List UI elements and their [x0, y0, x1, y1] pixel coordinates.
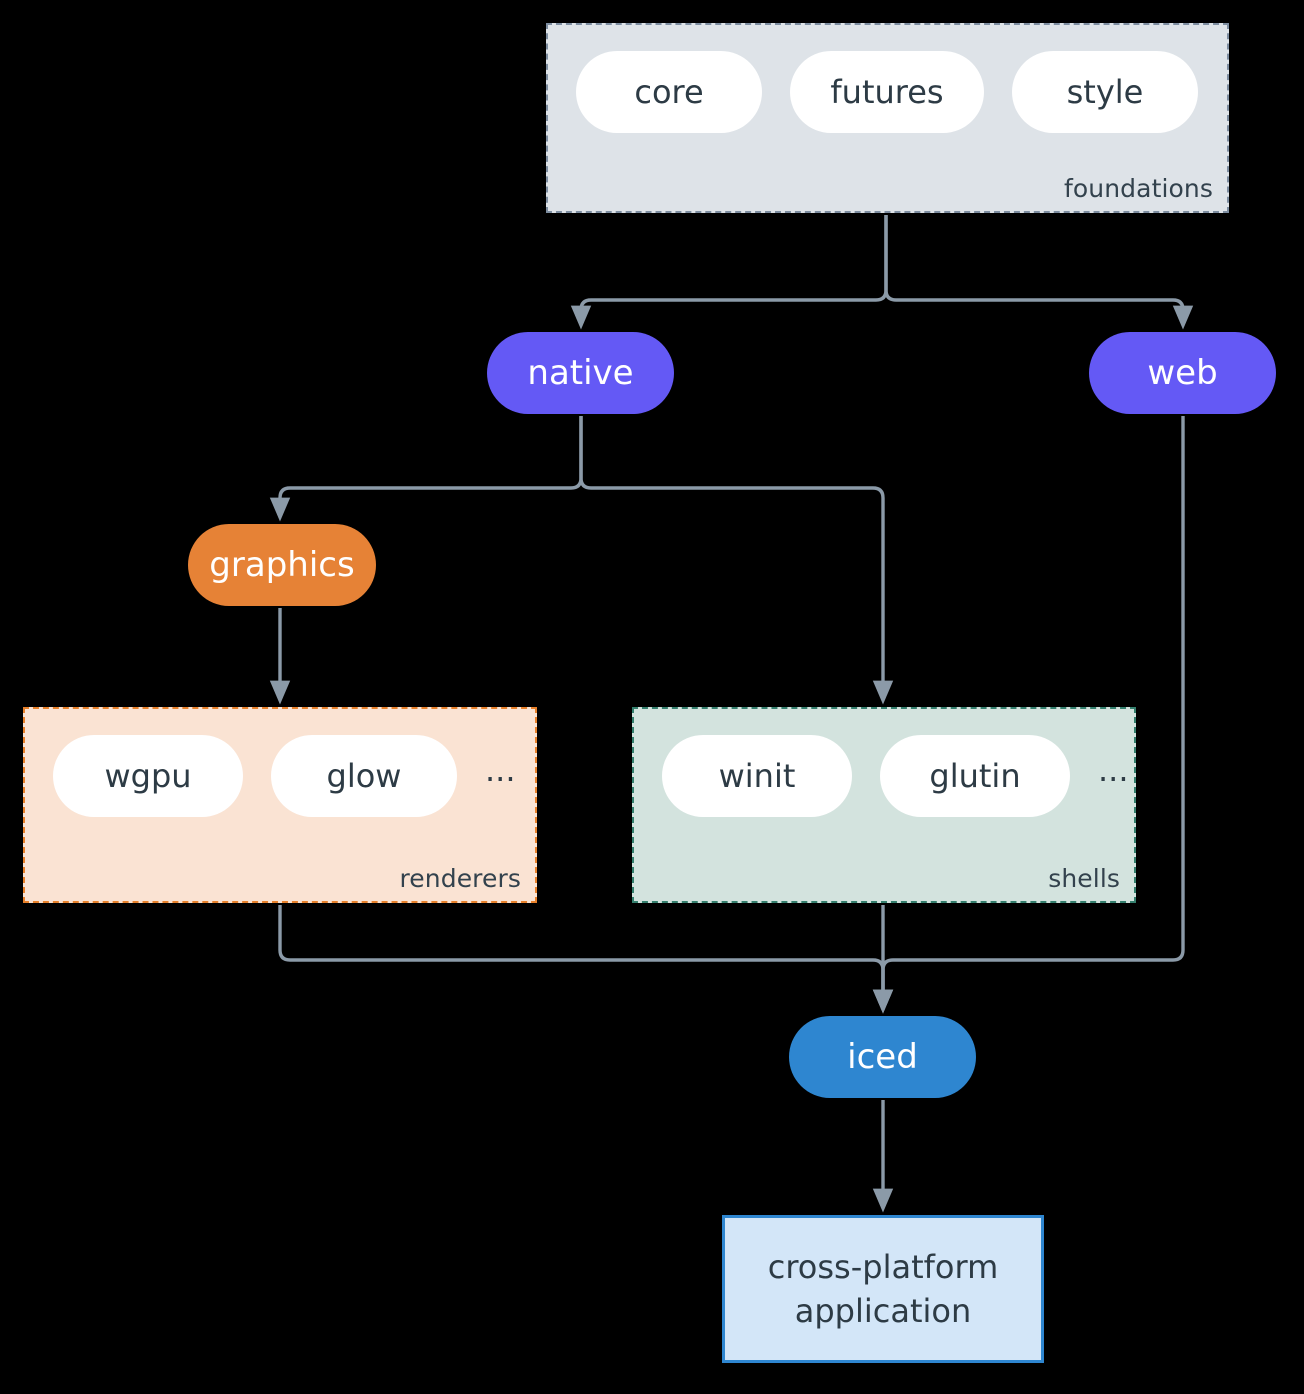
- node-native[interactable]: native: [487, 332, 674, 414]
- group-foundations-items: core futures style: [576, 51, 1198, 133]
- node-style[interactable]: style: [1012, 51, 1198, 133]
- node-core[interactable]: core: [576, 51, 762, 133]
- shells-more-ellipsis: ...: [1098, 751, 1129, 789]
- node-iced[interactable]: iced: [789, 1016, 976, 1098]
- node-winit[interactable]: winit: [662, 735, 852, 817]
- node-web[interactable]: web: [1089, 332, 1276, 414]
- node-graphics[interactable]: graphics: [188, 524, 376, 606]
- group-foundations: core futures style foundations: [546, 23, 1229, 213]
- group-renderers-items: wgpu glow ...: [53, 735, 516, 817]
- renderers-more-ellipsis: ...: [485, 751, 516, 789]
- group-shells: winit glutin ... shells: [632, 707, 1136, 903]
- edge-foundations-native: [570, 215, 888, 330]
- application-label-line1: cross-platform: [767, 1247, 999, 1286]
- group-shells-label: shells: [1048, 864, 1120, 893]
- edge-native-graphics: [269, 416, 583, 522]
- edge-renderers-iced: [278, 905, 894, 1014]
- group-renderers-label: renderers: [399, 864, 521, 893]
- group-renderers: wgpu glow ... renderers: [23, 707, 537, 903]
- node-cross-platform-application[interactable]: cross-platform application: [722, 1215, 1044, 1363]
- group-shells-items: winit glutin ...: [662, 735, 1129, 817]
- application-label-line2: application: [794, 1292, 972, 1330]
- group-foundations-label: foundations: [1064, 174, 1213, 203]
- edge-foundations-web: [884, 215, 1194, 330]
- node-glutin[interactable]: glutin: [880, 735, 1070, 817]
- edge-native-shells: [579, 416, 894, 705]
- node-futures[interactable]: futures: [790, 51, 984, 133]
- node-glow[interactable]: glow: [271, 735, 457, 817]
- node-wgpu[interactable]: wgpu: [53, 735, 243, 817]
